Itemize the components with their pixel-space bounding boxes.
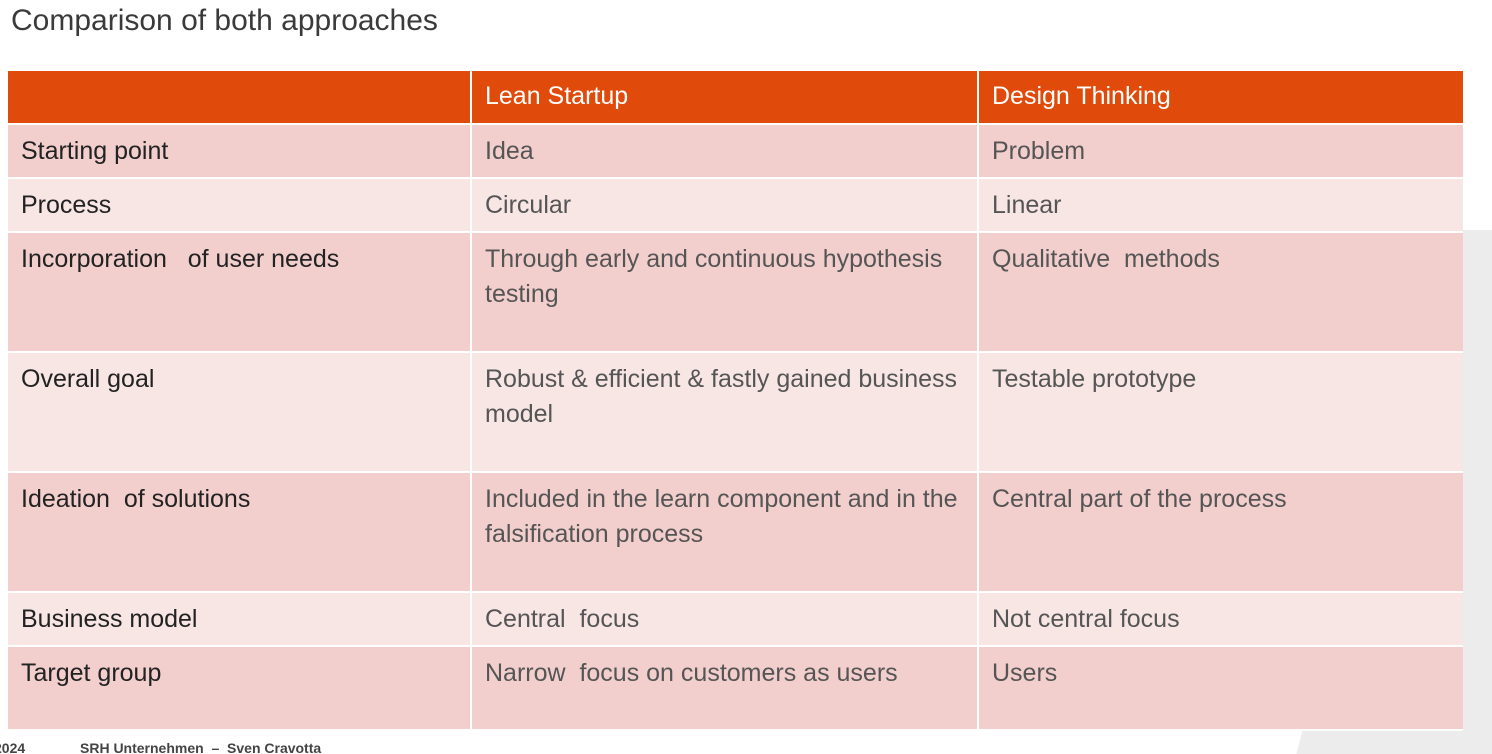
table-row: Incorporation of user needs Through earl…	[8, 232, 1463, 353]
comparison-table: Lean Startup Design Thinking Starting po…	[8, 71, 1463, 731]
table-row: Ideation of solutions Included in the le…	[8, 472, 1463, 593]
row-label: Overall goal	[8, 352, 472, 473]
design-thinking-cell: Qualitative methods	[978, 232, 1463, 353]
lean-startup-cell: Through early and continuous hypothesis …	[471, 232, 979, 353]
design-thinking-cell: Problem	[978, 124, 1463, 179]
design-thinking-cell: Users	[978, 646, 1463, 731]
table-row: Starting point Idea Problem	[8, 124, 1463, 179]
lean-startup-cell: Robust & efficient & fastly gained busin…	[471, 352, 979, 473]
design-thinking-cell: Not central focus	[978, 592, 1463, 647]
row-label: Process	[8, 178, 472, 233]
row-label: Target group	[8, 646, 472, 731]
header-cell-empty	[8, 71, 472, 125]
page-title: Comparison of both approaches	[11, 4, 438, 37]
footer-year: 2024	[0, 740, 26, 754]
lean-startup-cell: Included in the learn component and in t…	[471, 472, 979, 593]
design-thinking-cell: Testable prototype	[978, 352, 1463, 473]
table-row: Business model Central focus Not central…	[8, 592, 1463, 647]
row-label: Incorporation of user needs	[8, 232, 472, 353]
row-label: Ideation of solutions	[8, 472, 472, 593]
lean-startup-cell: Central focus	[471, 592, 979, 647]
row-label: Business model	[8, 592, 472, 647]
footer-organization: SRH Unternehmen – Sven Cravotta	[80, 740, 322, 754]
design-thinking-cell: Linear	[978, 178, 1463, 233]
comparison-table-container: Lean Startup Design Thinking Starting po…	[8, 71, 1463, 731]
design-thinking-cell: Central part of the process	[978, 472, 1463, 593]
header-cell-design-thinking: Design Thinking	[978, 71, 1463, 125]
lean-startup-cell: Idea	[471, 124, 979, 179]
lean-startup-cell: Narrow focus on customers as users	[471, 646, 979, 731]
row-label: Starting point	[8, 124, 472, 179]
table-header-row: Lean Startup Design Thinking	[8, 71, 1463, 125]
header-cell-lean-startup: Lean Startup	[471, 71, 979, 125]
table-row: Overall goal Robust & efficient & fastly…	[8, 352, 1463, 473]
table-row: Process Circular Linear	[8, 178, 1463, 233]
table-row: Target group Narrow focus on customers a…	[8, 646, 1463, 731]
lean-startup-cell: Circular	[471, 178, 979, 233]
